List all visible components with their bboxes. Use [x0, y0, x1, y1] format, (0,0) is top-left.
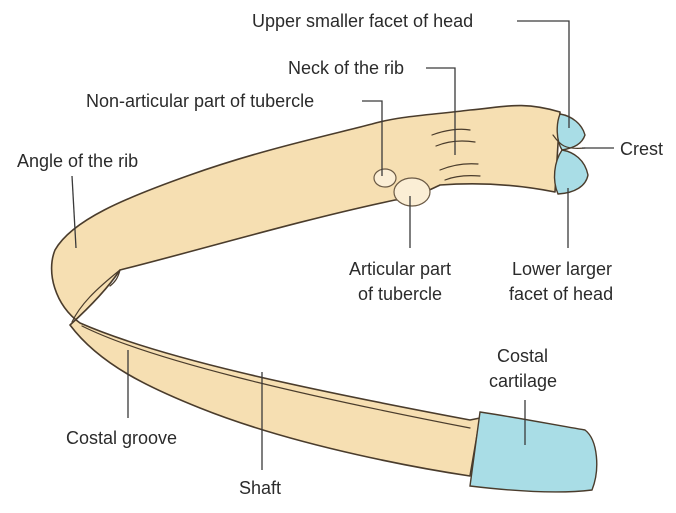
tubercle-non-articular [374, 169, 396, 187]
label-lower-facet-1: Lower larger [512, 259, 612, 279]
label-costal-cartilage-2: cartilage [489, 371, 557, 391]
label-articular-1: Articular part [349, 259, 451, 279]
label-upper-facet: Upper smaller facet of head [252, 11, 473, 31]
label-crest: Crest [620, 139, 663, 159]
costal-cartilage [470, 412, 597, 492]
label-costal-groove: Costal groove [66, 428, 177, 448]
label-nonarticular: Non-articular part of tubercle [86, 91, 314, 111]
label-angle: Angle of the rib [17, 151, 138, 171]
label-lower-facet-2: facet of head [509, 284, 613, 304]
tubercle-articular [394, 178, 430, 206]
label-articular-2: of tubercle [358, 284, 442, 304]
label-neck: Neck of the rib [288, 58, 404, 78]
label-shaft: Shaft [239, 478, 281, 498]
label-costal-cartilage-1: Costal [497, 346, 548, 366]
head-lower-facet [555, 150, 588, 194]
